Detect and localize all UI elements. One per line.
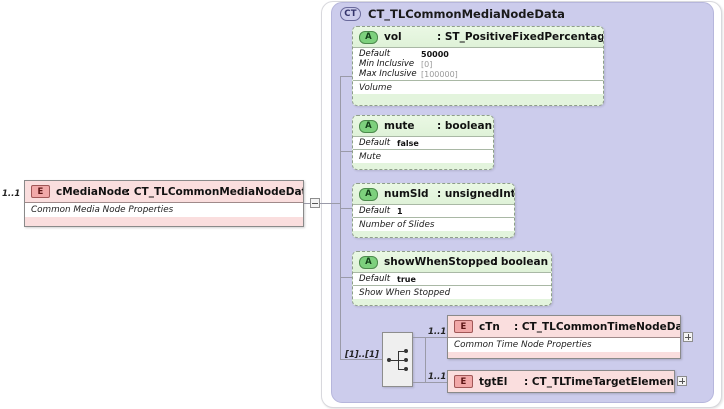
root-element-box-cmedianode[interactable]: E cMediaNode : CT_TLCommonMediaNodeData … [24,180,304,227]
element-badge-icon: E [454,375,473,388]
root-element-name: cMediaNode [56,185,129,198]
attribute-type-showwhenstopped: : boolean [493,256,549,268]
element-documentation-ctn: Common Time Node Properties [448,337,680,352]
attribute-badge-icon: A [359,187,378,201]
sequence-icon-line [399,369,404,370]
children-spine [425,337,426,382]
facet-row: Min Inclusive [0] [353,59,603,69]
facet-value: [100000] [421,69,458,79]
facet-value: [0] [421,59,433,69]
connector-expander-to-container [320,203,340,204]
attribute-box-vol[interactable]: A vol : ST_PositiveFixedPercentage Defau… [352,26,604,106]
branch-showwhenstopped [340,277,352,278]
facet-row: Default 50000 [353,49,603,59]
branch-numsld [340,208,352,209]
facet-label: Default [359,138,391,148]
attribute-name-vol: vol [384,31,402,43]
root-element-cardinality: 1..1 [2,189,21,199]
complex-type-badge-icon: CT [340,6,361,21]
sequence-icon-line [398,351,399,370]
attribute-type-numsld: : unsignedInt [437,188,515,200]
ctn-cardinality: 1..1 [428,327,447,337]
attribute-name-showwhenstopped: showWhenStopped [384,256,498,268]
attribute-documentation-showwhenstopped: Show When Stopped [353,285,551,299]
attribute-tree-spine [340,76,341,360]
root-element-collapse-toggle[interactable] [310,198,320,208]
ctn-expand-toggle[interactable] [683,332,693,342]
sequence-icon-line [391,360,398,361]
element-box-ctn[interactable]: E cTn : CT_TLCommonTimeNodeData Common T… [447,315,681,359]
facet-row: Max Inclusive [100000] [353,69,603,79]
connector-seq-top [413,337,425,338]
sequence-icon-line [399,351,404,352]
attribute-badge-icon: A [359,119,378,133]
attribute-type-mute: : boolean [437,120,493,132]
element-type-ctn: : CT_TLCommonTimeNodeData [514,320,681,333]
facet-label: Default [359,49,391,59]
root-element-documentation: Common Media Node Properties [25,202,303,217]
attribute-documentation-numsld: Number of Slides [353,217,514,231]
attribute-documentation-vol: Volume [353,80,603,94]
element-name-tgtel: tgtEl [479,375,508,388]
facet-row: Default false [353,138,493,148]
complex-type-header: CT CT_TLCommonMediaNodeData [340,5,565,22]
facet-label: Max Inclusive [359,69,417,79]
facet-label: Min Inclusive [359,59,415,69]
connector-root-to-expander [304,203,310,204]
element-name-ctn: cTn [479,320,500,333]
root-element-type: : CT_TLCommonMediaNodeData [126,185,304,198]
attribute-facets-showwhenstopped: Default true [353,272,551,285]
attribute-header-showwhenstopped: A showWhenStopped : boolean [353,252,551,272]
sequence-cardinality: [1]..[1] [345,350,379,360]
branch-mute [340,151,352,152]
sequence-icon-node [404,358,408,362]
element-badge-icon: E [31,185,50,198]
facet-value: 50000 [421,49,449,59]
attribute-box-mute[interactable]: A mute : boolean Default false Mute [352,115,494,170]
attribute-box-numsld[interactable]: A numSld : unsignedInt Default 1 Number … [352,183,515,238]
facet-label: Default [359,206,391,216]
element-box-tgtel[interactable]: E tgtEl : CT_TLTimeTargetElement [447,370,675,393]
attribute-type-vol: : ST_PositiveFixedPercentage [437,31,604,43]
attribute-badge-icon: A [359,30,378,44]
facet-value: true [397,274,416,284]
sequence-icon-node [404,367,408,371]
connector-seq-bottom [413,382,425,383]
sequence-icon-node [404,349,408,353]
attribute-name-mute: mute [384,120,415,132]
sequence-icon [387,358,391,362]
complex-type-title: CT_TLCommonMediaNodeData [368,6,565,21]
attribute-header-mute: A mute : boolean [353,116,493,136]
attribute-header-numsld: A numSld : unsignedInt [353,184,514,204]
root-element-header: E cMediaNode : CT_TLCommonMediaNodeData [25,181,303,202]
element-header-ctn: E cTn : CT_TLCommonTimeNodeData [448,316,680,337]
element-badge-icon: E [454,320,473,333]
sequence-icon-line [399,360,404,361]
tgtel-cardinality: 1..1 [428,372,447,382]
branch-sequence [340,359,382,360]
branch-vol [340,76,352,77]
connector-to-ctn [425,337,447,338]
sequence-compositor[interactable] [382,332,413,387]
facet-label: Default [359,274,391,284]
attribute-documentation-mute: Mute [353,149,493,163]
tgtel-expand-toggle[interactable] [677,376,687,386]
element-header-tgtel: E tgtEl : CT_TLTimeTargetElement [448,371,674,392]
facet-value: 1 [397,206,403,216]
facet-row: Default true [353,274,551,284]
attribute-facets-numsld: Default 1 [353,204,514,217]
facet-value: false [397,138,419,148]
facet-row: Default 1 [353,206,514,216]
attribute-badge-icon: A [359,255,378,269]
attribute-name-numsld: numSld [384,188,429,200]
attribute-header-vol: A vol : ST_PositiveFixedPercentage [353,27,603,47]
attribute-facets-vol: Default 50000 Min Inclusive [0] Max Incl… [353,47,603,80]
element-type-tgtel: : CT_TLTimeTargetElement [524,375,675,388]
attribute-facets-mute: Default false [353,136,493,149]
attribute-box-showwhenstopped[interactable]: A showWhenStopped : boolean Default true… [352,251,552,306]
connector-to-tgtel [425,382,447,383]
